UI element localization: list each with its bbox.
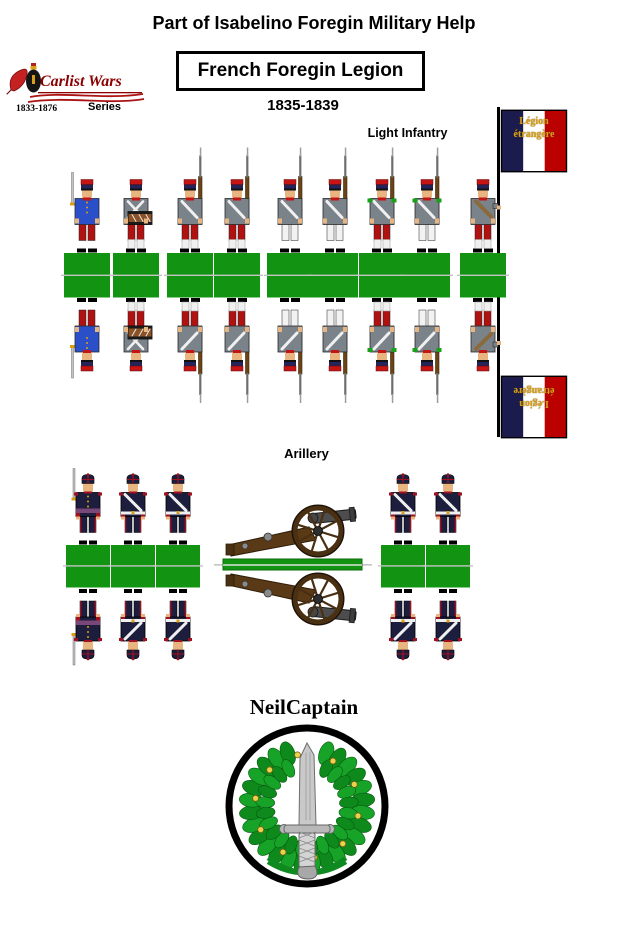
base-fold-line xyxy=(264,274,316,276)
infantry-figure-legionnaire-elite-mirrored xyxy=(412,298,442,403)
flag-bottom xyxy=(500,375,568,439)
legion-box-title: French Foregin Legion xyxy=(176,51,425,91)
infantry-figure-legionnaire xyxy=(177,147,203,253)
quill-icon xyxy=(9,68,28,92)
infantry-figure-legionnaire-mirrored xyxy=(177,298,203,403)
artillery-figure-artillery-officer-mirrored xyxy=(71,589,102,666)
creator-credit: NeilCaptain xyxy=(249,695,359,719)
wreath-sword-emblem xyxy=(225,724,389,888)
carlist-wars-logo xyxy=(6,63,145,103)
infantry-figure-legionnaire-elite xyxy=(412,147,442,253)
infantry-figure-legionnaire xyxy=(322,147,348,253)
badge-icon xyxy=(26,63,41,93)
artillery-figure-gunner-mirrored xyxy=(164,589,192,661)
artillery-figure-gunner xyxy=(119,473,147,545)
base-fold-line xyxy=(378,565,428,567)
artillery-figure-gunner xyxy=(389,473,417,545)
flag-text-line2: étrangère xyxy=(513,385,555,397)
brand-series-label: Series xyxy=(88,101,122,113)
artillery-section-label: Arillery xyxy=(284,446,329,461)
artillery-figure-gunner xyxy=(434,473,462,545)
infantry-figure-officer xyxy=(70,172,100,253)
artillery-figure-gunner-mirrored xyxy=(119,589,147,661)
underline-flourish xyxy=(29,93,144,98)
base-fold-line xyxy=(153,565,203,567)
artillery-figure-artillery-officer xyxy=(71,468,102,545)
flag-text-line1: Légion xyxy=(519,116,549,127)
infantry-figure-legionnaire xyxy=(224,147,250,253)
infantry-figure-officer-mirrored xyxy=(70,298,100,379)
base-fold-line xyxy=(401,274,453,276)
infantry-figure-legionnaire-mirrored xyxy=(277,298,303,403)
infantry-figure-flag-bearer-mirrored xyxy=(470,298,501,372)
infantry-figure-legionnaire-mirrored xyxy=(322,298,348,403)
page-title: Part of Isabelino Foregin Military Help xyxy=(152,13,476,33)
cannon xyxy=(225,504,357,558)
base-fold-line xyxy=(356,274,408,276)
infantry-figure-legionnaire-elite xyxy=(367,147,397,253)
cannon-mirrored xyxy=(225,572,357,626)
date-subtitle: 1835-1839 xyxy=(267,97,339,114)
flag-text-top: Légion étrangère xyxy=(501,116,567,141)
base-fold-line xyxy=(211,274,263,276)
brand-years: 1833-1876 xyxy=(16,104,58,114)
brand-name: Carlist Wars xyxy=(40,73,122,90)
infantry-figure-legionnaire xyxy=(277,147,303,253)
infantry-figure-drummer xyxy=(123,179,153,253)
flag-text-line1: Légion xyxy=(519,398,549,409)
flag-text-bottom-mirrored: Légion étrangère xyxy=(501,384,567,410)
base-fold-line xyxy=(61,274,113,276)
sword-icon xyxy=(279,741,335,880)
base-fold-line xyxy=(63,565,113,567)
infantry-figure-drummer-mirrored xyxy=(123,298,153,372)
artillery-row xyxy=(63,468,473,666)
base-fold-line xyxy=(164,274,216,276)
infantry-figure-flag-bearer xyxy=(470,179,501,253)
base-fold-line xyxy=(457,274,509,276)
infantry-figure-legionnaire-elite-mirrored xyxy=(367,298,397,403)
base-fold-line xyxy=(110,274,162,276)
artillery-figure-gunner-mirrored xyxy=(389,589,417,661)
infantry-section-label: Light Infantry xyxy=(367,126,448,140)
flag-text-line2: étrangère xyxy=(513,128,555,140)
base-fold-line xyxy=(423,565,473,567)
base-fold-line xyxy=(108,565,158,567)
artillery-figure-gunner xyxy=(164,473,192,545)
infantry-figure-legionnaire-mirrored xyxy=(224,298,250,403)
base-fold-line xyxy=(309,274,361,276)
artillery-figure-gunner-mirrored xyxy=(434,589,462,661)
flag-top xyxy=(500,109,568,173)
light-infantry-row xyxy=(61,147,509,403)
